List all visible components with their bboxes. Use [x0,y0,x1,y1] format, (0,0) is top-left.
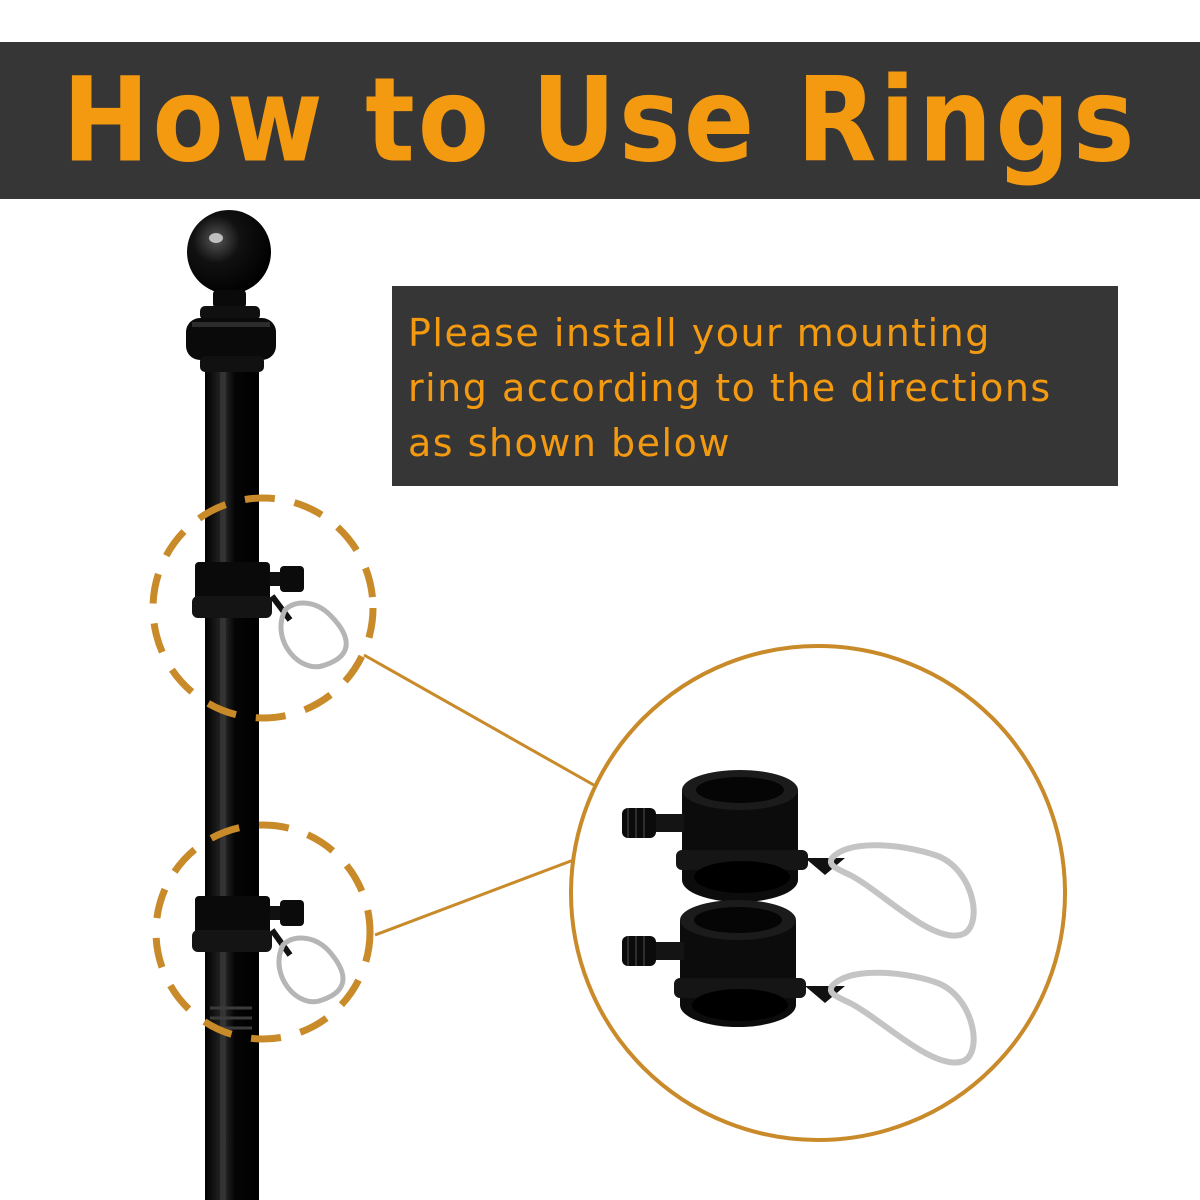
carabiner-icon [828,842,977,939]
zoomed-mounting-ring-2 [622,900,977,1066]
instruction-line-1: Please install your mounting [408,311,991,355]
carabiner-icon [278,600,349,670]
dashed-circle-upper [149,494,377,722]
carabiner-icon [828,969,977,1066]
zoomed-mounting-ring-1 [622,770,977,939]
magnifier-circle-icon [569,644,1067,1142]
connector-line-upper [363,653,616,799]
flagpole-icon [186,210,276,1200]
carabiner-icon [276,935,346,1005]
instruction-line-3: as shown below [408,421,731,465]
instruction-text: Please install your mounting ring accord… [408,306,1108,471]
dashed-circle-lower [152,821,374,1043]
pole-mounting-ring-lower [192,896,346,1005]
connector-line-lower [374,848,601,937]
instruction-line-2: ring according to the directions [408,366,1052,410]
instruction-box: Please install your mounting ring accord… [392,286,1118,486]
title-banner: How to Use Rings [0,42,1200,199]
pole-mounting-ring-upper [192,562,349,670]
banner-title: How to Use Rings [62,51,1138,189]
